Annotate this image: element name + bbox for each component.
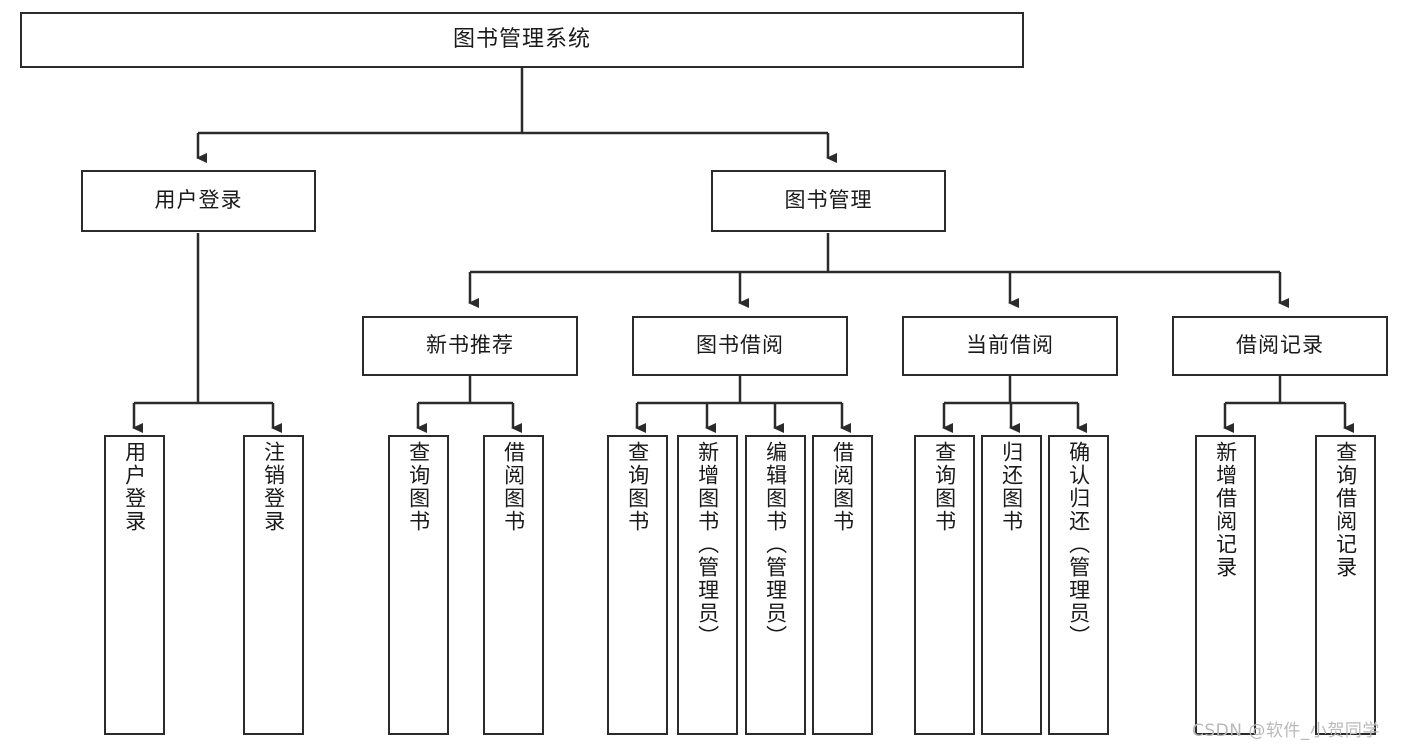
node-label: 查询图书 bbox=[406, 441, 431, 533]
leaf-new-book-borrow[interactable]: 借阅图书 bbox=[483, 435, 544, 735]
leaf-new-book-query[interactable]: 查询图书 bbox=[388, 435, 449, 735]
leaf-borrow-record-add[interactable]: 新增借阅记录 bbox=[1195, 435, 1256, 735]
node-label: 新增借阅记录 bbox=[1213, 441, 1238, 579]
node-current-borrow[interactable]: 当前借阅 bbox=[902, 316, 1118, 376]
node-label: 查询借阅记录 bbox=[1333, 441, 1358, 579]
node-label: 当前借阅 bbox=[966, 333, 1054, 358]
node-label: 查询图书 bbox=[932, 441, 957, 533]
leaf-current-borrow-query[interactable]: 查询图书 bbox=[914, 435, 975, 735]
node-book-borrow[interactable]: 图书借阅 bbox=[632, 316, 848, 376]
leaf-user-login-logout[interactable]: 注销登录 bbox=[243, 435, 304, 735]
node-label: 用户登录 bbox=[122, 441, 147, 533]
leaf-user-login-login[interactable]: 用户登录 bbox=[104, 435, 165, 735]
node-new-book-recommend[interactable]: 新书推荐 bbox=[362, 316, 578, 376]
leaf-current-borrow-return[interactable]: 归还图书 bbox=[981, 435, 1042, 735]
node-label: 借阅图书 bbox=[501, 441, 526, 533]
node-label: 图书管理系统 bbox=[452, 26, 591, 52]
node-label: 图书借阅 bbox=[696, 333, 784, 358]
leaf-borrow-record-query[interactable]: 查询借阅记录 bbox=[1315, 435, 1376, 735]
node-borrow-record[interactable]: 借阅记录 bbox=[1172, 316, 1388, 376]
csdn-watermark: CSDN @软件_小贺同学 bbox=[1192, 721, 1380, 741]
node-label: 图书管理 bbox=[784, 188, 873, 213]
node-label: 用户登录 bbox=[154, 188, 243, 213]
node-label: 注销登录 bbox=[261, 441, 286, 533]
node-label: 新书推荐 bbox=[426, 333, 514, 358]
node-label: 查询图书 bbox=[625, 441, 650, 533]
node-label: 借阅记录 bbox=[1236, 333, 1324, 358]
leaf-current-borrow-confirm-return-admin[interactable]: 确认归还（管理员） bbox=[1048, 435, 1109, 735]
node-label: 借阅图书 bbox=[830, 441, 855, 533]
node-user-login[interactable]: 用户登录 bbox=[81, 170, 316, 232]
leaf-book-borrow-query[interactable]: 查询图书 bbox=[607, 435, 668, 735]
node-label: 归还图书 bbox=[999, 441, 1024, 533]
node-label: 编辑图书（管理员） bbox=[763, 441, 788, 648]
leaf-book-borrow-add-admin[interactable]: 新增图书（管理员） bbox=[677, 435, 738, 735]
node-root-book-management-system[interactable]: 图书管理系统 bbox=[20, 12, 1024, 68]
node-label: 新增图书（管理员） bbox=[695, 441, 720, 648]
leaf-book-borrow-borrow[interactable]: 借阅图书 bbox=[812, 435, 873, 735]
leaf-book-borrow-edit-admin[interactable]: 编辑图书（管理员） bbox=[745, 435, 806, 735]
node-label: 确认归还（管理员） bbox=[1066, 441, 1091, 648]
node-book-management[interactable]: 图书管理 bbox=[711, 170, 946, 232]
